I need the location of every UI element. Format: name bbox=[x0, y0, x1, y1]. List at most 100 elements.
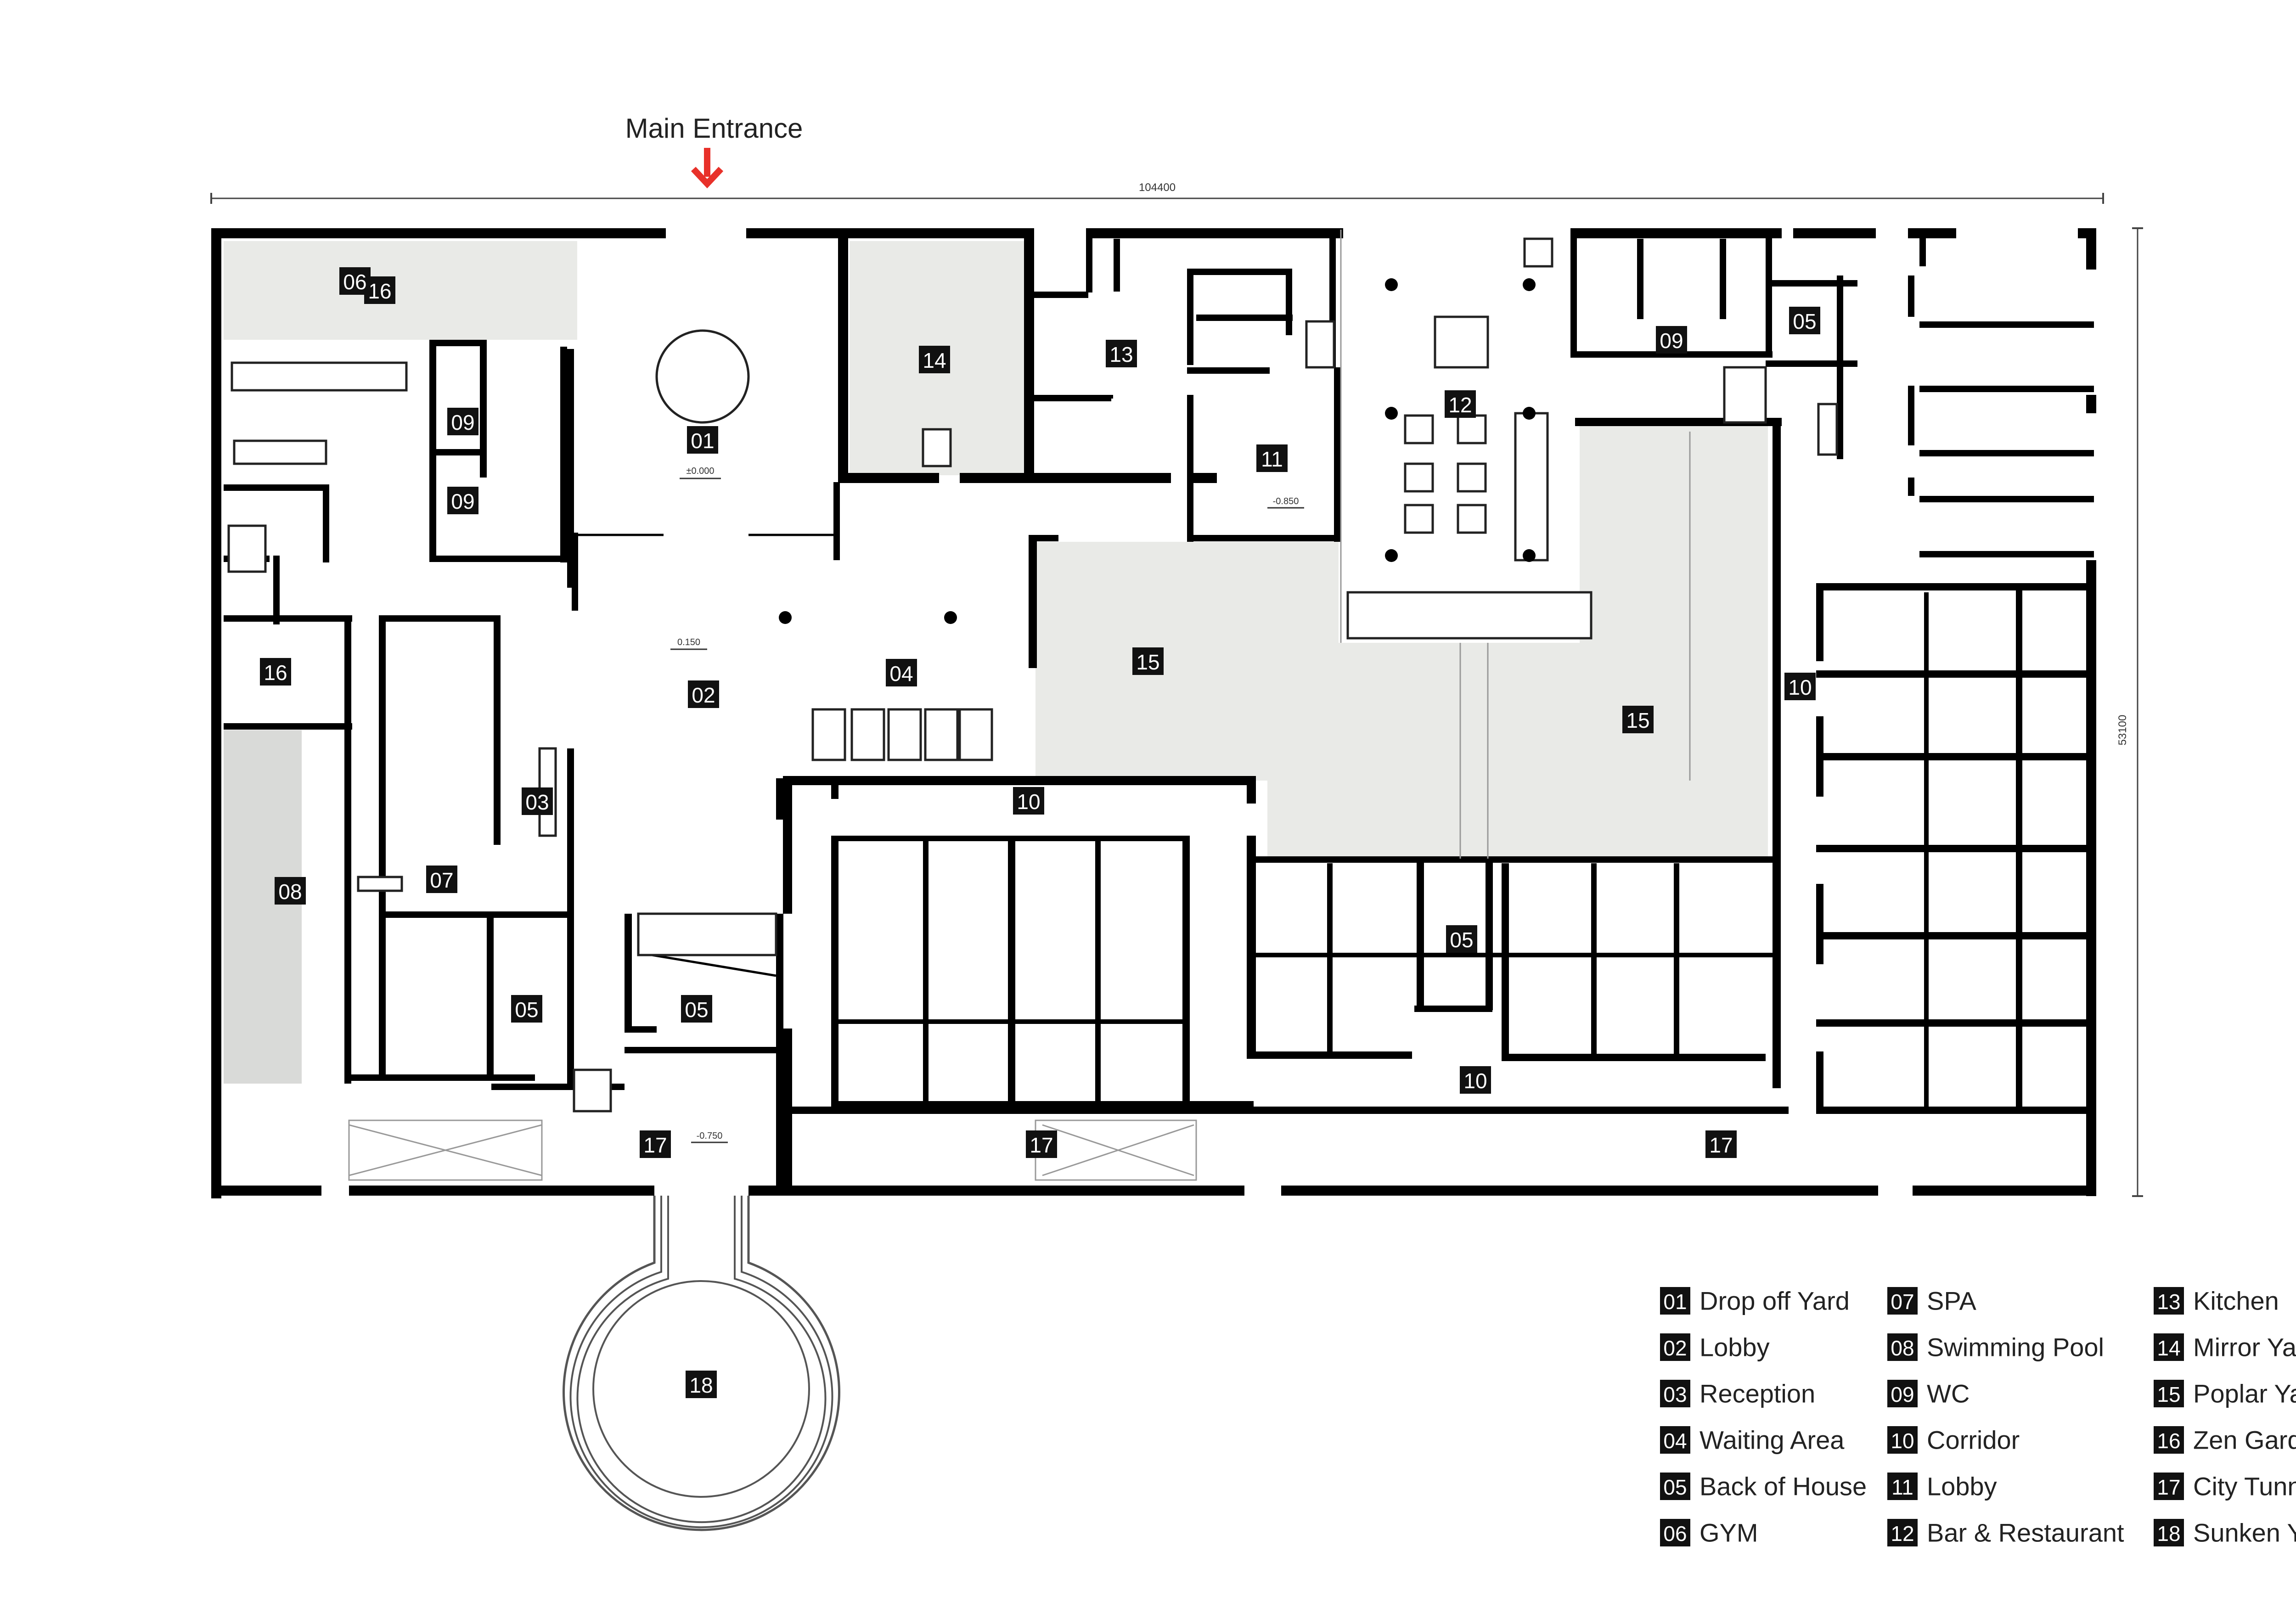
room-tag-sunken-yard: 18 bbox=[686, 1371, 717, 1398]
drop-off-circle bbox=[655, 329, 750, 424]
svg-text:18: 18 bbox=[689, 1373, 713, 1397]
room-tag-wc-east: 09 bbox=[1656, 326, 1687, 354]
thin-lines bbox=[348, 230, 1691, 1181]
svg-text:16: 16 bbox=[264, 661, 287, 685]
room-tag-wc-gym-upper: 09 bbox=[447, 408, 478, 435]
svg-text:18: 18 bbox=[2157, 1522, 2180, 1546]
svg-text:10: 10 bbox=[1891, 1429, 1914, 1453]
svg-text:06: 06 bbox=[343, 270, 366, 294]
legend-label-18: Sunken Yard bbox=[2193, 1518, 2296, 1547]
entrance-arrow-icon bbox=[691, 167, 724, 189]
level-markers: ±0.000 0.150 -0.850 -0.750 bbox=[670, 466, 1304, 1143]
legend-label-13: Kitchen bbox=[2193, 1287, 2279, 1315]
legend-label-04: Waiting Area bbox=[1699, 1426, 1845, 1455]
room-tag-city-tunnel-east: 17 bbox=[1705, 1130, 1737, 1158]
legend-label-12: Bar & Restaurant bbox=[1927, 1518, 2124, 1547]
width-dimension-text: 104400 bbox=[1139, 181, 1176, 194]
room-tag-swimming-pool: 08 bbox=[275, 877, 306, 905]
room-tag-lobby: 02 bbox=[688, 680, 719, 708]
svg-text:03: 03 bbox=[525, 790, 549, 814]
legend-label-08: Swimming Pool bbox=[1927, 1333, 2104, 1362]
room-tag-bar-restaurant: 12 bbox=[1445, 390, 1476, 418]
legend-label-06: GYM bbox=[1699, 1518, 1758, 1547]
svg-text:09: 09 bbox=[1891, 1383, 1914, 1406]
svg-text:11: 11 bbox=[1261, 447, 1283, 471]
svg-text:05: 05 bbox=[685, 998, 708, 1022]
legend-label-02: Lobby bbox=[1699, 1333, 1770, 1362]
svg-text:02: 02 bbox=[692, 683, 715, 707]
room-tag-poplar-yard-west: 15 bbox=[1132, 647, 1164, 675]
svg-text:15: 15 bbox=[1626, 708, 1649, 732]
room-tag-kitchen: 13 bbox=[1106, 340, 1137, 367]
outer-walls bbox=[211, 228, 2096, 1198]
legend-item-09: 09 WC bbox=[1887, 1379, 1970, 1408]
room-tag-corridor-center: 10 bbox=[1013, 787, 1044, 815]
svg-text:13: 13 bbox=[1109, 343, 1133, 366]
room-tag-corridor-east: 10 bbox=[1784, 673, 1816, 700]
room-tag-drop-off-yard: 01 bbox=[687, 426, 718, 454]
room-tag-wc-gym-lower: 09 bbox=[447, 487, 478, 514]
sunken-yard bbox=[563, 1196, 840, 1531]
legend-label-17: City Tunnel bbox=[2193, 1472, 2296, 1501]
svg-text:05: 05 bbox=[1450, 928, 1473, 952]
svg-text:05: 05 bbox=[515, 998, 538, 1022]
legend-label-07: SPA bbox=[1927, 1287, 1977, 1315]
room-tag-back-of-house-s: 05 bbox=[681, 995, 712, 1023]
main-entrance-marker: Main Entrance bbox=[625, 113, 803, 189]
legend-item-10: 10 Corridor bbox=[1887, 1426, 2020, 1455]
svg-text:14: 14 bbox=[923, 349, 946, 372]
room-tag-gym: 06 bbox=[339, 267, 371, 295]
svg-text:16: 16 bbox=[368, 279, 391, 303]
svg-text:13: 13 bbox=[2157, 1290, 2180, 1314]
legend-item-18: 18 Sunken Yard bbox=[2154, 1518, 2296, 1547]
room-tag-city-tunnel-center: 17 bbox=[1026, 1130, 1057, 1158]
svg-text:15: 15 bbox=[1136, 650, 1159, 674]
legend-label-03: Reception bbox=[1699, 1379, 1815, 1408]
main-entrance-label: Main Entrance bbox=[625, 113, 803, 144]
svg-text:09: 09 bbox=[1660, 329, 1683, 353]
legend-item-01: 01 Drop off Yard bbox=[1660, 1287, 1850, 1315]
legend-label-14: Mirror Yard bbox=[2193, 1333, 2296, 1362]
swimming-pool-fill bbox=[224, 730, 302, 1084]
room-tag-corridor-south: 10 bbox=[1460, 1066, 1491, 1094]
legend-label-09: WC bbox=[1927, 1379, 1970, 1408]
legend-label-10: Corridor bbox=[1927, 1426, 2020, 1455]
svg-text:12: 12 bbox=[1448, 393, 1472, 417]
legend-item-05: 05 Back of House bbox=[1660, 1472, 1867, 1501]
svg-text:17: 17 bbox=[2157, 1475, 2180, 1499]
svg-text:14: 14 bbox=[2157, 1336, 2180, 1360]
svg-text:11: 11 bbox=[1891, 1475, 1913, 1499]
svg-text:05: 05 bbox=[1793, 309, 1816, 333]
svg-text:03: 03 bbox=[1663, 1383, 1687, 1406]
zen-garden-north-fill bbox=[224, 241, 577, 340]
legend-item-14: 14 Mirror Yard bbox=[2154, 1333, 2296, 1362]
furniture bbox=[227, 237, 1838, 1113]
svg-text:07: 07 bbox=[430, 868, 453, 892]
room-tag-zen-garden-west: 16 bbox=[260, 658, 291, 686]
height-dimension-text: 53100 bbox=[2116, 715, 2129, 746]
svg-text:12: 12 bbox=[1891, 1522, 1914, 1546]
legend-item-17: 17 City Tunnel bbox=[2154, 1472, 2296, 1501]
legend-item-13: 13 Kitchen bbox=[2154, 1287, 2279, 1315]
svg-text:10: 10 bbox=[1788, 675, 1812, 699]
svg-text:01: 01 bbox=[691, 429, 714, 453]
svg-text:02: 02 bbox=[1663, 1336, 1687, 1360]
room-tag-poplar-yard-east: 15 bbox=[1622, 706, 1654, 733]
interior-walls bbox=[224, 228, 2094, 1189]
legend-label-05: Back of House bbox=[1699, 1472, 1867, 1501]
svg-text:01: 01 bbox=[1663, 1290, 1687, 1314]
room-tag-back-of-house-sw: 05 bbox=[511, 995, 542, 1023]
legend-label-01: Drop off Yard bbox=[1699, 1287, 1850, 1315]
room-tag-lobby-11: 11 bbox=[1256, 444, 1288, 472]
svg-text:10: 10 bbox=[1017, 790, 1040, 814]
svg-text:05: 05 bbox=[1663, 1475, 1687, 1499]
